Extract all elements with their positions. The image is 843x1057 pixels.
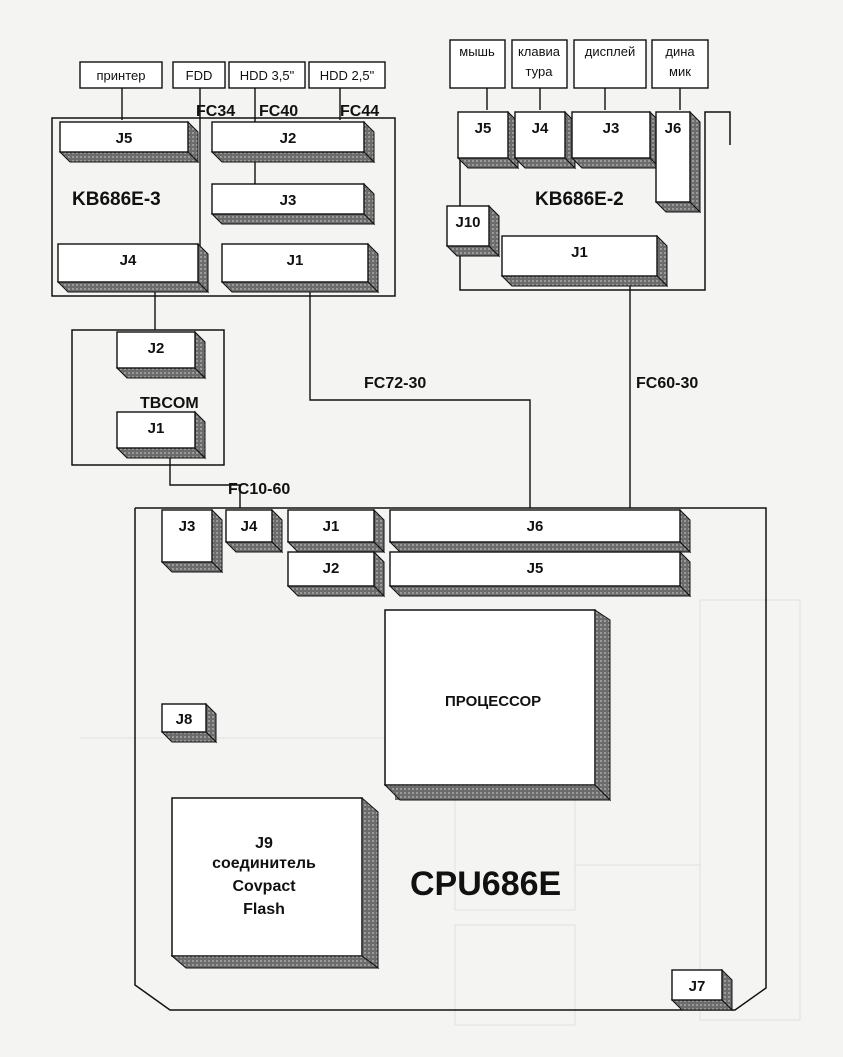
connector-label-cpu-j1: J1	[323, 518, 340, 535]
connector-kb2-j1: J1	[500, 234, 669, 288]
connector-cpu-j2: J2	[286, 550, 386, 598]
j9-desc-2: Covpact	[232, 878, 296, 895]
processor-chip: ПРОЦЕССОР	[383, 609, 612, 802]
keyboard-label-2: тура	[526, 64, 554, 79]
connector-kb2-j10: J10	[445, 204, 501, 258]
connector-kb3-j1: J1	[220, 242, 380, 294]
mouse-label: мышь	[459, 44, 495, 59]
connector-label-kb3-j5: J5	[116, 130, 133, 147]
device-labels: принтер FDD HDD 3,5" HDD 2,5" мышь клави…	[97, 44, 696, 83]
connector-cpu-j7: J7	[670, 968, 734, 1012]
hdd25-label: HDD 2,5"	[320, 68, 375, 83]
connector-label-cpu-j2: J2	[323, 560, 340, 577]
kb686e-3-board: KB686E-3	[51, 117, 396, 297]
processor-label: ПРОЦЕССОР	[445, 693, 541, 710]
connector-kb3-j5: J5	[58, 120, 200, 164]
connector-label-tbcom-j1: J1	[148, 420, 165, 437]
cpu686e-title: CPU686E	[410, 865, 561, 903]
tbcom-board: TBCOM	[71, 329, 225, 466]
connector-kb2-j5: J5	[456, 110, 520, 170]
connector-label-kb3-j3: J3	[280, 192, 297, 209]
cpu686e-board: CPU686E	[134, 507, 767, 1011]
connector-kb3-j4: J4	[56, 242, 210, 294]
connector-label-kb2-j3: J3	[603, 120, 620, 137]
j9-label: J9	[255, 835, 273, 852]
keyboard-label-1: клавиа	[518, 44, 561, 59]
connector-label-cpu-j5: J5	[527, 560, 544, 577]
connector-cpu-j3: J3	[160, 508, 224, 574]
cable-fc60-30: FC60-30	[636, 375, 698, 392]
connector-kb3-j2: J2	[210, 120, 376, 164]
j9-desc-1: соединитель	[212, 855, 316, 872]
fdd-label: FDD	[186, 68, 213, 83]
device-boxes	[79, 39, 709, 89]
connector-kb3-j3: J3	[210, 182, 376, 226]
cable-fc10-60: FC10-60	[228, 481, 290, 498]
display-label: дисплей	[585, 44, 635, 59]
j9-compactflash-socket: J9 соединитель Covpact Flash	[170, 796, 380, 969]
printer-label: принтер	[97, 68, 146, 83]
connector-tbcom-j2: J2	[115, 330, 207, 380]
connector-label-cpu-j4: J4	[241, 518, 258, 535]
connector-label-kb3-j1: J1	[287, 252, 304, 269]
connector-label-kb3-j4: J4	[120, 252, 137, 269]
connector-label-kb2-j10: J10	[455, 214, 480, 231]
cable-fc72-30: FC72-30	[364, 375, 426, 392]
cable-fc34: FC34	[196, 103, 235, 120]
kb686e-3-title: KB686E-3	[72, 189, 161, 210]
connector-label-kb3-j2: J2	[280, 130, 297, 147]
connector-kb2-j4: J4	[513, 110, 577, 170]
cable-fc40: FC40	[259, 103, 298, 120]
connector-tbcom-j1: J1	[115, 410, 207, 460]
cable-labels: FC34 FC40 FC44 FC72-30 FC60-30 FC10-60	[196, 103, 698, 498]
connector-cpu-j6: J6	[388, 508, 692, 554]
connector-label-kb2-j1: J1	[571, 244, 588, 261]
connector-label-cpu-j3: J3	[179, 518, 196, 535]
j9-desc-3: Flash	[243, 901, 285, 918]
connector-label-kb2-j5: J5	[475, 120, 492, 137]
kb686e-2-board: KB686E-2	[459, 111, 731, 291]
cable-fc44: FC44	[340, 103, 379, 120]
connector-cpu-j4: J4	[224, 508, 284, 554]
speaker-label-1: дина	[665, 44, 695, 59]
connector-label-kb2-j4: J4	[532, 120, 549, 137]
connector-label-kb2-j6: J6	[665, 120, 682, 137]
connector-cpu-j1: J1	[286, 508, 386, 554]
speaker-label-2: мик	[669, 64, 691, 79]
connector-cpu-j5: J5	[388, 550, 692, 598]
connector-label-cpu-j7: J7	[689, 978, 706, 995]
connector-kb2-j6: J6	[654, 110, 702, 214]
hdd35-label: HDD 3,5"	[240, 68, 295, 83]
connector-cpu-j8: J8	[160, 702, 218, 744]
connector-label-cpu-j8: J8	[176, 711, 193, 728]
connector-kb2-j3: J3	[570, 110, 662, 170]
connector-label-cpu-j6: J6	[527, 518, 544, 535]
connector-label-tbcom-j2: J2	[148, 340, 165, 357]
kb686e-2-title: KB686E-2	[535, 189, 624, 210]
tbcom-title: TBCOM	[140, 395, 199, 412]
